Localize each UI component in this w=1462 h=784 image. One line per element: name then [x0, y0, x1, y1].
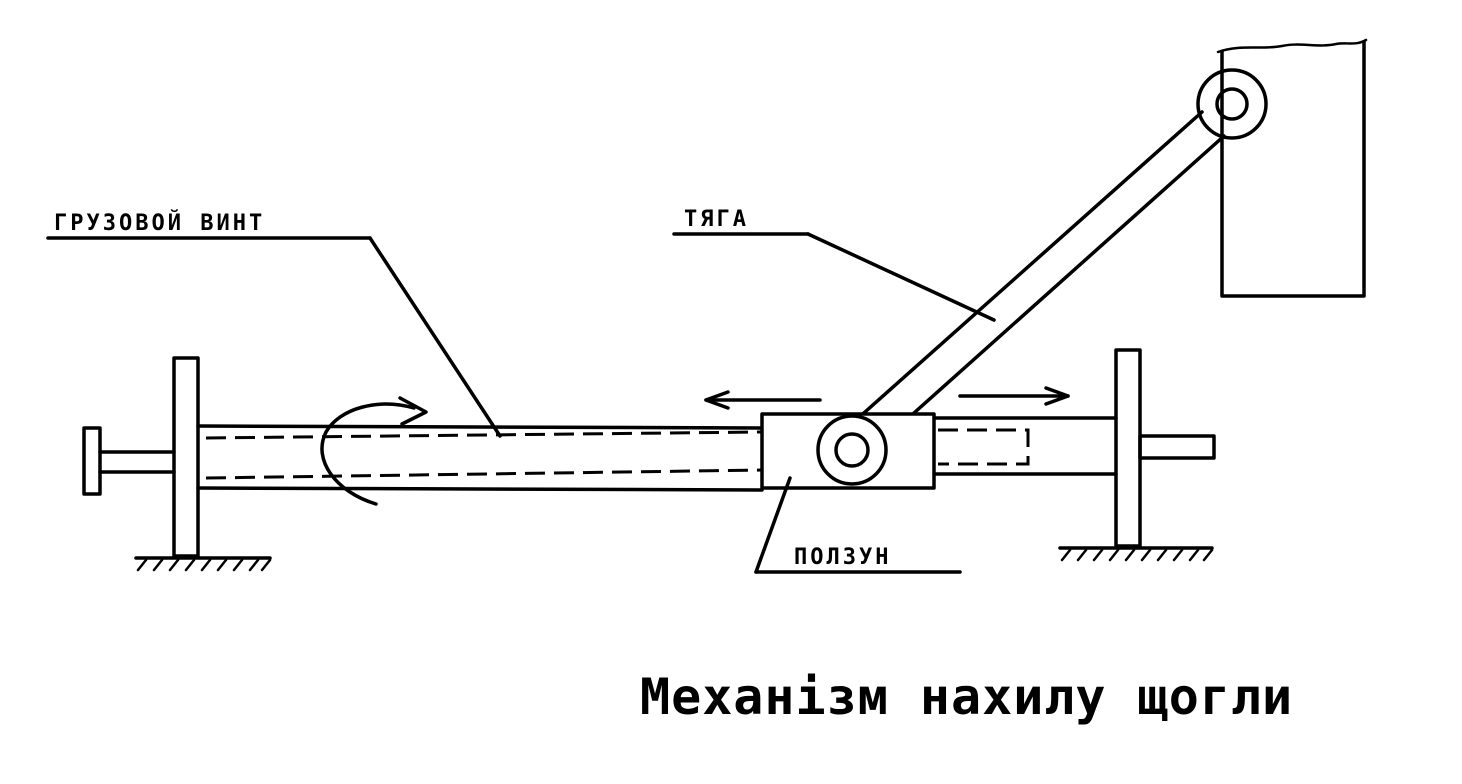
- screw-label: ГРУЗОВОЙ ВИНТ: [54, 210, 265, 236]
- diagram-caption: Механізм нахилу щогли: [640, 668, 1293, 726]
- mast-pivot: [1196, 68, 1268, 140]
- left-direction-arrow: [704, 390, 822, 410]
- slider-leader: [754, 476, 962, 574]
- right-direction-arrow: [958, 386, 1070, 406]
- handle-knob: [82, 426, 176, 496]
- slider: [760, 412, 936, 490]
- left-support: [134, 356, 272, 572]
- lead-screw: [196, 424, 764, 492]
- rotation-arrow: [320, 396, 428, 506]
- rod-label: ТЯГА: [684, 207, 749, 232]
- screw-leader: [46, 236, 502, 438]
- screw-right-part: [932, 416, 1216, 476]
- rod-leader: [672, 232, 996, 322]
- right-support: [1058, 348, 1214, 562]
- rod: [854, 110, 1226, 440]
- mast: [1216, 38, 1368, 298]
- slider-label: ПОЛЗУН: [794, 545, 891, 570]
